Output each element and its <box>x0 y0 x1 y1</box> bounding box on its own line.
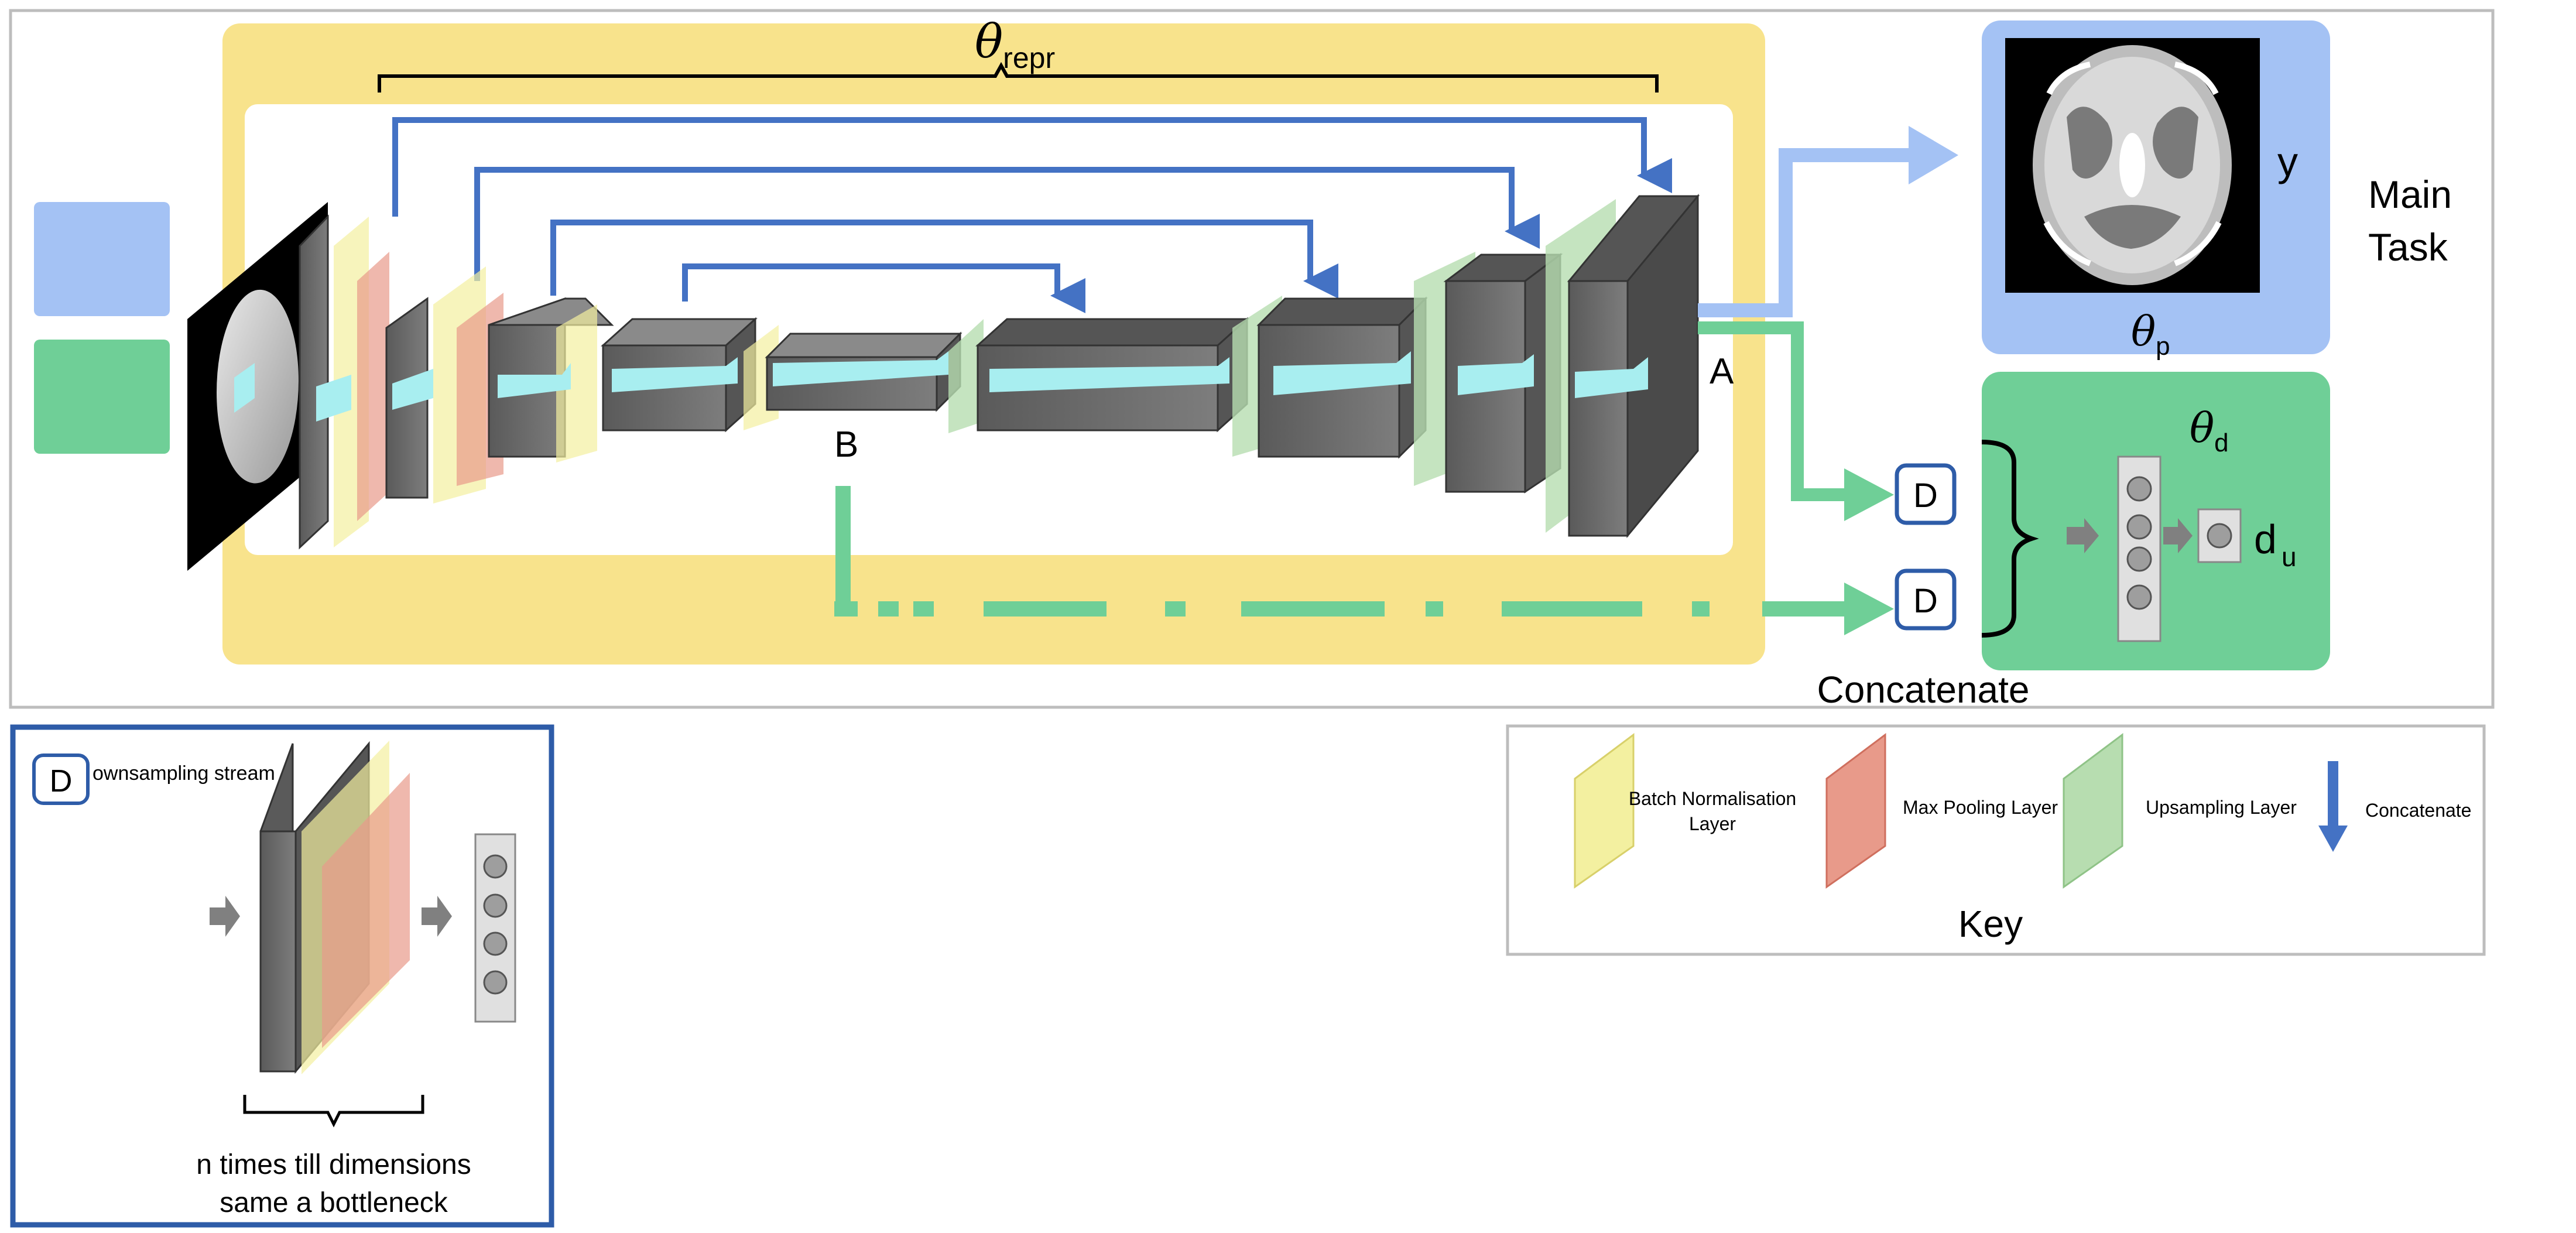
feature-cube-7 <box>1458 354 1534 395</box>
key-title: Key <box>1958 903 2023 945</box>
concatenate-label: Concatenate <box>1817 669 2030 711</box>
arrow-a-to-d <box>1698 321 1850 501</box>
key-concatenate-label: Concatenate <box>2365 800 2471 821</box>
skip-connection-3 <box>550 220 1338 299</box>
encoder-decoder-blocks <box>299 193 1700 550</box>
main-task-line-1: Main <box>2368 173 2452 216</box>
svg-text:D: D <box>50 763 73 799</box>
decoder-block-2 <box>1256 297 1428 326</box>
point-a-label: A <box>1710 351 1734 392</box>
inset-output-arrow <box>422 896 452 937</box>
inset-brace <box>243 1095 424 1128</box>
feature-cube-1 <box>316 375 351 422</box>
point-b-label: B <box>834 424 858 465</box>
svg-text:D: D <box>1913 477 1938 515</box>
feature-cube-3 <box>498 363 571 398</box>
inset-d-box <box>32 754 90 805</box>
svg-text:D: D <box>1913 582 1938 620</box>
theta-repr-label: θrepr <box>975 14 1055 74</box>
classifier-output-arrow <box>2163 518 2193 553</box>
upsample-layer-1 <box>948 319 984 433</box>
decoder-block-1 <box>975 318 1249 347</box>
feature-cube-5 <box>989 357 1229 392</box>
main-task-line-2: Task <box>2368 225 2448 269</box>
arrow-b-to-d <box>834 486 1850 616</box>
theta-d-label: θd <box>2190 404 2229 457</box>
key-max-pool-label: Max Pooling Layer <box>1903 797 2058 818</box>
classifier-input-arrow <box>2067 518 2099 553</box>
key-batch-norm-line-2: Layer <box>1689 813 1736 834</box>
inset-maxpool-layer <box>322 773 410 1048</box>
inset-caption-line-2: same a bottleneck <box>220 1187 448 1218</box>
skip-connections <box>392 117 1672 313</box>
inset-caption-line-1: n times till dimensions <box>196 1149 471 1180</box>
main-frame <box>9 9 2495 709</box>
feature-cube-2 <box>392 369 433 410</box>
feature-cube-bottleneck <box>773 351 948 386</box>
repr-brace <box>378 61 1659 93</box>
key-batch-norm-swatch <box>1574 733 1635 889</box>
feature-cube-6 <box>1273 351 1411 395</box>
theta-p-label: θp <box>2131 307 2170 361</box>
skip-connection-4 <box>682 263 1085 313</box>
key-frame <box>1506 724 2486 956</box>
input-mri-slice <box>187 202 328 571</box>
key-upsampling-label: Upsampling Layer <box>2146 797 2297 818</box>
d-box-upper <box>1895 463 1957 525</box>
segmented-brain <box>2033 45 2232 285</box>
bn-layer-3 <box>556 304 597 463</box>
downsampling-stream-label: ownsampling stream <box>93 762 275 785</box>
inset-input-arrow <box>210 896 240 937</box>
d-box-lower <box>1895 568 1957 631</box>
skip-connection-1 <box>392 117 1672 217</box>
arrow-to-segmentation <box>1698 148 1914 317</box>
key-max-pool-swatch <box>1825 733 1886 889</box>
feature-cube-4 <box>612 357 738 392</box>
skip-connection-2 <box>474 167 1540 281</box>
y-label: y <box>2277 139 2298 184</box>
key-upsampling-swatch <box>2063 733 2123 889</box>
feature-cube-8 <box>1575 357 1648 398</box>
encoder-block-1 <box>299 214 329 550</box>
concatenate-brace <box>1981 440 2039 638</box>
green-legend-swatch <box>34 340 170 454</box>
bottleneck-block <box>765 333 962 358</box>
blue-legend-swatch <box>34 202 170 316</box>
key-batch-norm-line-1: Batch Normalisation <box>1629 788 1796 809</box>
maxpool-layer-1 <box>357 252 389 521</box>
